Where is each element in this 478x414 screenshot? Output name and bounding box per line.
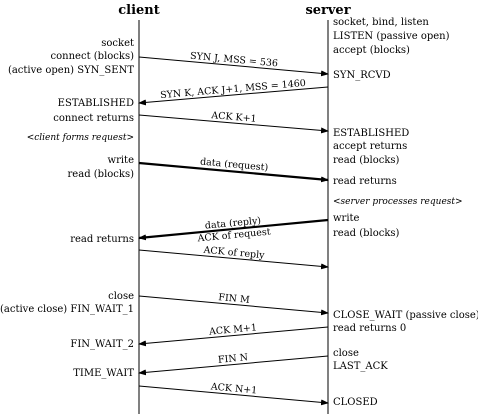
client-label-connect-part: (blocks) [91,51,134,62]
server-label-accept-returns-part: accept [333,141,367,152]
client-label-client-forms: <client forms request> [27,133,134,143]
server-label-syn-rcvd-part: SYN_RCVD [333,70,391,81]
arrow-label-ack-n: ACK N+1 [209,381,257,396]
client-label-fin-wait-1: (active close) FIN_WAIT_1 [0,304,134,315]
client-label-fin-wait-2: FIN_WAIT_2 [70,339,134,350]
server-label-accept-returns: accept returns [333,141,407,152]
arrow-ack-reply [138,249,329,270]
arrow-label-ack-m: ACK M+1 [208,322,258,337]
server-label-read-returns: read returns [333,176,397,187]
arrow-fin-m [138,295,329,316]
client-label-fin-wait-1-part: (active close) FIN_WAIT_1 [0,304,134,315]
client-header: client [118,3,160,18]
server-label-last-ack: LAST_ACK [333,361,388,372]
client-label-syn-sent-part: (active open) SYN_SENT [8,65,134,76]
server-header: server [305,3,350,18]
client-label-read-returns-part: returns [93,234,134,245]
client-label-established-part: ESTABLISHED [58,98,134,109]
server-label-read-returns-0: read returns 0 [333,323,406,334]
client-label-read-blocks-part: (blocks) [91,169,134,180]
client-label-write: write [108,155,135,166]
client-label-connect-returns: connect returns [53,113,134,124]
client-label-read-returns-part: read [70,234,94,245]
client-label-syn-sent: (active open) SYN_SENT [8,65,134,76]
client-label-client-forms-part: <client forms request> [27,133,134,143]
server-label-close-part: close [333,348,359,359]
server-label-close-wait: CLOSE_WAIT (passive close) [333,310,478,321]
client-label-close-part: close [108,291,134,302]
server-label-read-returns-0-part: read [333,323,357,334]
client-label-connect-part: connect [51,51,91,62]
server-label-write: write [333,213,360,224]
client-label-write-part: write [108,155,135,166]
client-label-connect-returns-part: connect [53,113,93,124]
arrow-ack-n [138,385,329,406]
server-label-listen: LISTEN (passive open) [333,31,450,42]
server-label-established-part: ESTABLISHED [333,128,409,139]
client-label-time-wait-part: TIME_WAIT [73,368,134,379]
client-label-time-wait: TIME_WAIT [73,368,134,379]
server-label-established: ESTABLISHED [333,128,409,139]
arrow-data-reply [138,218,329,241]
server-label-read-blocks-part: read [333,155,357,166]
server-label-write-part: write [333,213,360,224]
server-label-accept-blocks: accept (blocks) [333,45,410,56]
client-label-read-returns: read returns [70,234,134,245]
server-label-close-wait-part: CLOSE_WAIT (passive close) [333,310,478,321]
client-label-fin-wait-2-part: FIN_WAIT_2 [70,339,134,350]
server-label-server-processes-part: <server processes request> [333,197,463,207]
client-label-read-blocks-part: read [68,169,92,180]
server-label-server-processes: <server processes request> [333,197,463,207]
server-label-read-returns-part: returns [356,176,397,187]
server-label-accept-returns-part: returns [367,141,408,152]
arrow-data-request [138,161,329,183]
arrow-label-data-reply: data (reply) [204,215,261,231]
server-label-closed-part: CLOSED [333,397,378,408]
client-label-close: close [108,291,134,302]
arrow-syn-ack [138,86,329,106]
arrow-ack-1 [138,114,329,134]
server-label-accept-blocks-part: accept [333,45,367,56]
server-label-closed: CLOSED [333,397,378,408]
server-label-last-ack-part: LAST_ACK [333,361,388,372]
server-label-read-blocks: read (blocks) [333,155,400,166]
arrow-fin-n [138,355,329,376]
server-label-close: close [333,348,359,359]
server-label-listen-part: LISTEN (passive open) [333,31,450,42]
client-label-read-blocks: read (blocks) [68,169,135,180]
server-label-read-blocks-2: read (blocks) [333,228,400,239]
server-label-accept-blocks-part: (blocks) [367,45,410,56]
server-label-socket-bind-listen-part: socket, bind, listen [333,17,429,28]
server-label-read-returns-0-part: returns 0 [356,323,406,334]
arrow-label-syn-ack: SYN K, ACK J+1, MSS = 1460 [160,78,307,101]
client-label-connect-returns-part: returns [93,113,134,124]
client-state-labels: socket connect (blocks) (active open) SYN_… [0,38,134,379]
arrow-ack-m [138,326,329,347]
arrow-label-syn: SYN J, MSS = 536 [190,51,279,70]
arrow-label-ack-1: ACK K+1 [210,110,257,125]
client-label-socket-part: socket [101,38,134,49]
server-label-read-blocks-part: (blocks) [356,155,399,166]
server-label-socket-bind-listen: socket, bind, listen [333,17,429,28]
client-label-connect: connect (blocks) [51,51,135,62]
client-label-socket: socket [101,38,134,49]
server-label-read-blocks-2-part: (blocks) [356,228,399,239]
server-label-syn-rcvd: SYN_RCVD [333,70,391,81]
client-label-established: ESTABLISHED [58,98,134,109]
arrow-label-fin-m: FIN M [218,292,251,306]
arrow-label-fin-n: FIN N [218,352,249,366]
arrow-syn [138,56,329,77]
server-label-read-blocks-2-part: read [333,228,357,239]
server-label-read-returns-part: read [333,176,357,187]
